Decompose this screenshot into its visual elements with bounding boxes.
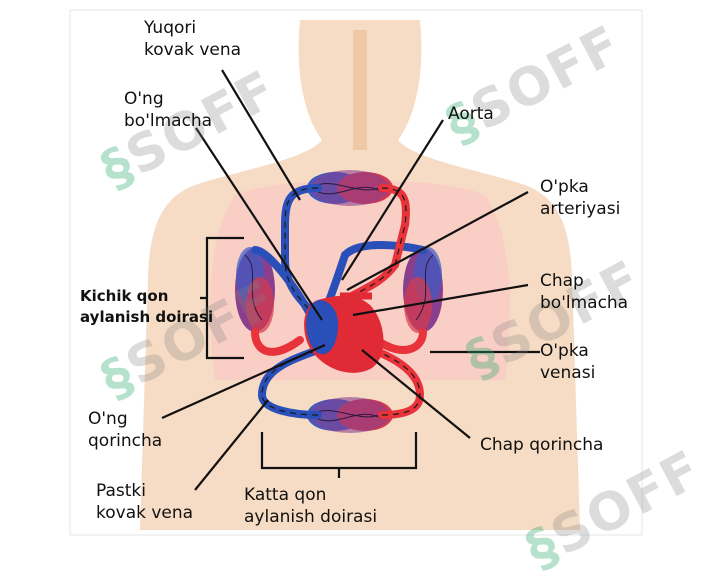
capillary-lower [307, 397, 393, 433]
label-left-atrium: Chap bo'lmacha [540, 271, 629, 313]
label-aorta: Aorta [448, 104, 494, 124]
capillary-upper [307, 170, 393, 206]
capillary-lung-right [403, 247, 443, 333]
label-right-atrium: O'ng bo'lmacha [124, 89, 213, 131]
label-right-ventricle: O'ng qorincha [88, 409, 163, 451]
label-pulmonary-artery: O'pka arteriyasi [540, 177, 621, 219]
label-left-ventricle: Chap qorincha [480, 435, 604, 455]
heart [304, 292, 384, 373]
diagram-svg [69, 9, 643, 536]
leader-lines [161, 69, 540, 491]
label-inferior-vena-cava: Pastki kovak vena [96, 481, 194, 523]
circulation-diagram: §SOFF §SOFF §SOFF §SOFF §SOFF Yuqori kov… [69, 9, 712, 581]
label-systemic-circulation: Katta qon aylanish doirasi [244, 485, 378, 527]
label-superior-vena-cava: Yuqori kovak vena [144, 18, 242, 60]
bracket-pulmonary [200, 236, 244, 360]
label-pulmonary-circulation: Kichik qon aylanish doirasi [80, 287, 214, 326]
bracket-systemic [260, 432, 418, 478]
capillary-lung-left [235, 247, 275, 333]
label-pulmonary-vein: O'pka venasi [540, 341, 596, 383]
frame [69, 9, 643, 536]
